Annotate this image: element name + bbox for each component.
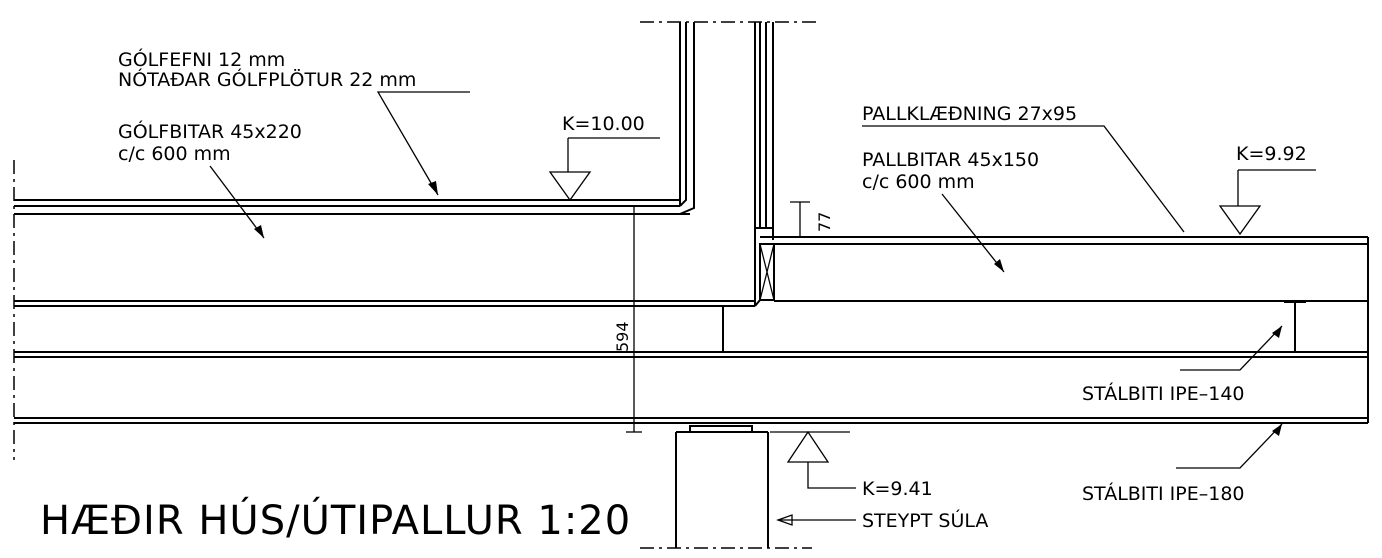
label-notadar: NÓTAÐAR GÓLFPLÖTUR 22 mm [118, 67, 416, 91]
label-golfefni: GÓLFEFNI 12 mm [118, 47, 285, 71]
label-pallklaedning: PALLKLÆÐNING 27x95 [862, 103, 1077, 125]
leader-pallklaedning: PALLKLÆÐNING 27x95 [862, 103, 1185, 233]
leader-arrow [428, 181, 438, 195]
leader-stalbiti-180: STÁLBITI IPE–180 [1082, 423, 1283, 505]
wall-base [754, 299, 761, 307]
level-k1000: K=10.00 [548, 113, 660, 202]
ledger-cross-2 [759, 243, 775, 301]
level-triangle [548, 171, 592, 202]
level-k941-text: K=9.41 [862, 478, 933, 500]
deck [760, 236, 1369, 423]
dimension-594: 594 [613, 205, 642, 433]
dim-594-text: 594 [613, 321, 632, 352]
leader-arrow [1272, 424, 1282, 436]
ipe-beam-right [1284, 301, 1306, 353]
leader-golfbitar: GÓLFBITAR 45x220 c/c 600 mm [118, 119, 302, 239]
leader-pallbitar: PALLBITAR 45x150 c/c 600 mm [862, 149, 1039, 273]
leader-line [376, 91, 470, 196]
level-leader [807, 462, 856, 489]
label-pallbitar: PALLBITAR 45x150 [862, 149, 1039, 171]
leader-line [862, 125, 1185, 233]
label-pallbitar-cc: c/c 600 mm [862, 171, 975, 193]
label-stalbiti-140: STÁLBITI IPE–140 [1082, 382, 1245, 405]
leader-arrow [776, 514, 793, 526]
level-k1000-text: K=10.00 [562, 113, 645, 135]
leader-arrow [994, 259, 1004, 272]
bearing-plate [689, 425, 753, 433]
label-golfbitar-cc: c/c 600 mm [118, 143, 231, 165]
leader-arrow [254, 225, 264, 238]
leader-arrow [1272, 326, 1282, 338]
drawing-title: HÆÐIR HÚS/ÚTIPALLUR 1:20 [40, 496, 631, 544]
leader-line [941, 193, 1005, 273]
wall-lining [679, 22, 695, 215]
house-floor [14, 199, 1368, 424]
leader-steypt-sula: STEYPT SÚLA [776, 508, 988, 532]
label-stalbiti-180: STÁLBITI IPE–180 [1082, 482, 1245, 505]
leader-stalbiti-140: STÁLBITI IPE–140 [1082, 325, 1283, 405]
concrete-column [640, 425, 812, 549]
wall-inner-face-2 [679, 22, 687, 207]
ipe-beam-left [712, 305, 734, 353]
level-triangle [1218, 205, 1262, 236]
leader-line [209, 165, 265, 239]
leader-line [1176, 423, 1283, 469]
level-k992: K=9.92 [1218, 143, 1316, 236]
leader-golfefni: GÓLFEFNI 12 mm NÓTAÐAR GÓLFPLÖTUR 22 mm [118, 47, 470, 196]
level-triangle [786, 430, 830, 463]
wall [640, 21, 820, 307]
level-k992-text: K=9.92 [1236, 143, 1307, 165]
label-golfbitar: GÓLFBITAR 45x220 [118, 119, 302, 143]
leader-line [1180, 325, 1283, 371]
level-k941: K=9.41 [770, 430, 933, 500]
label-steypt-sula: STEYPT SÚLA [862, 508, 988, 532]
dim-77-text: 77 [815, 212, 834, 232]
dimension-77: 77 [786, 201, 834, 238]
